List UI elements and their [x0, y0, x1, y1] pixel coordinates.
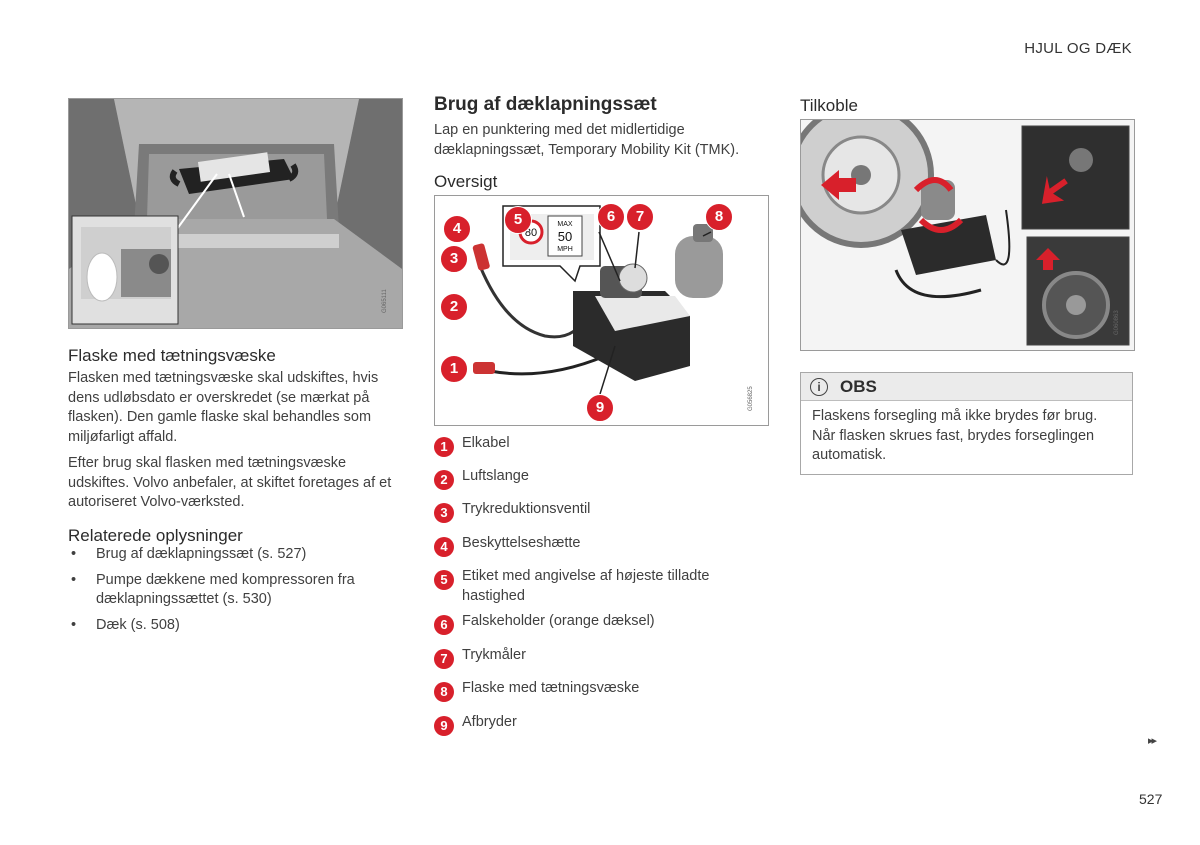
note-box: i OBS Flaskens forsegling må ikke brydes… — [800, 372, 1133, 475]
figure-id: G065111 — [382, 289, 388, 313]
note-header: i OBS — [801, 373, 1132, 401]
callout-1: 1 — [440, 355, 468, 383]
connect-heading: Tilkoble — [800, 96, 858, 115]
figure-id: G060863 — [1114, 310, 1120, 335]
section-header: HJUL OG DÆK — [1024, 40, 1132, 57]
connect-illustration — [801, 120, 1134, 350]
speed-mph-label: MPH — [557, 246, 573, 253]
bottle-paragraph-2: Efter brug skal flasken med tætningsvæsk… — [68, 455, 392, 510]
callout-9: 9 — [586, 394, 614, 422]
figure-id: G056825 — [748, 386, 754, 411]
related-link[interactable]: •Dæk (s. 508) — [71, 616, 180, 633]
callout-3: 3 — [440, 245, 468, 273]
note-title: OBS — [840, 377, 877, 396]
callout-8: 8 — [705, 203, 733, 231]
page-title: Brug af dæklapningssæt — [434, 94, 657, 115]
trunk-illustration — [69, 99, 402, 328]
related-heading: Relaterede oplysninger — [68, 526, 243, 545]
bottle-heading: Flaske med tætningsvæske — [68, 346, 276, 365]
tmk-illustration: 80 MAX 50 MPH — [435, 196, 768, 425]
overview-heading: Oversigt — [434, 172, 498, 191]
note-text: Flaskens forsegling må ikke brydes før b… — [812, 408, 1098, 463]
speed-sign-80: 80 — [525, 227, 537, 239]
bottle-paragraph-1: Flasken med tætningsvæske skal udskiftes… — [68, 370, 379, 445]
callout-4: 4 — [443, 215, 471, 243]
related-link[interactable]: •Pumpe dækkene med kompressoren fra dækl… — [71, 571, 355, 608]
double-arrow-right-icon[interactable]: ▸▸ — [1148, 735, 1157, 747]
tmk-overview-figure: 80 MAX 50 MPH 1 2 3 4 5 6 7 8 9 G056825 — [434, 195, 769, 426]
intro-paragraph: Lap en punktering med det midlertidige d… — [434, 122, 740, 158]
page-number: 527 — [1139, 791, 1163, 807]
trunk-figure: G065111 — [68, 98, 403, 329]
speed-max-label: MAX — [557, 221, 573, 228]
info-icon: i — [810, 378, 828, 396]
connect-figure: G060863 — [800, 119, 1135, 351]
callout-2: 2 — [440, 293, 468, 321]
callout-5: 5 — [504, 206, 532, 234]
callout-7: 7 — [626, 203, 654, 231]
related-list: •Brug af dæklapningssæt (s. 527) •Pumpe … — [68, 545, 398, 641]
related-link[interactable]: •Brug af dæklapningssæt (s. 527) — [71, 546, 307, 562]
speed-50-label: 50 — [558, 229, 572, 244]
callout-6: 6 — [597, 203, 625, 231]
